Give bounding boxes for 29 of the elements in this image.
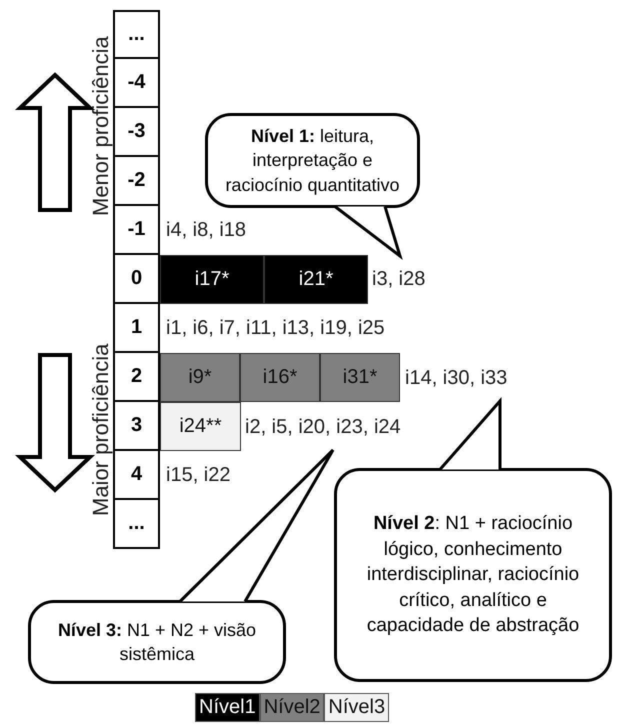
item-cell: i31*: [320, 353, 400, 402]
item-list: i14, i30, i33: [405, 355, 610, 401]
callout-tail: [334, 205, 403, 260]
item-list: i1, i6, i7, i11, i13, i19, i25: [166, 304, 566, 353]
item-cell: i9*: [160, 353, 240, 402]
item-cell: i17*: [160, 255, 264, 304]
scale-value: 1: [113, 304, 160, 353]
item-list: i2, i5, i20, i23, i24: [245, 404, 517, 450]
item-list: i3, i28: [372, 256, 452, 302]
item-cell: i24**: [160, 402, 241, 451]
legend-label: Nível3: [328, 696, 386, 719]
item-list: i15, i22: [166, 451, 316, 500]
item-list: i4, i8, i18: [166, 206, 366, 255]
scale-value: 4: [113, 451, 160, 500]
axis-title: Menor proficiência: [87, 35, 114, 218]
axis-title: Maior proficiência: [87, 342, 114, 518]
scale-value: -4: [113, 59, 160, 108]
callout-tail: [438, 397, 502, 471]
scale-value: -1: [113, 206, 160, 255]
speech-bubble: Nível 3: N1 + N2 + visão sistêmica: [28, 600, 286, 684]
scale-value: -3: [113, 108, 160, 157]
scale-value: ...: [113, 10, 160, 59]
item-cell: i21*: [264, 255, 368, 304]
item-cell: i16*: [240, 353, 320, 402]
legend-label: Nível2: [264, 696, 320, 719]
callout-tail: [178, 448, 334, 603]
legend-label: Nível1: [199, 696, 256, 719]
scale-value: ...: [113, 500, 160, 549]
scale-value: -2: [113, 157, 160, 206]
